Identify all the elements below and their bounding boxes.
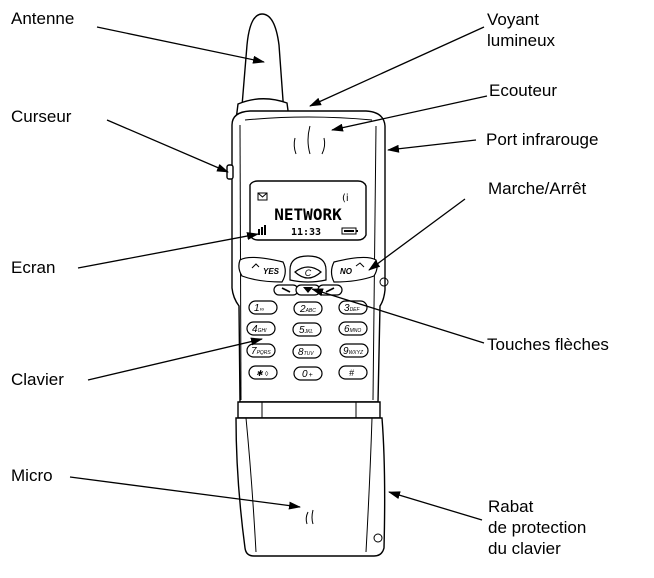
svg-text:7PQRS: 7PQRS <box>251 346 271 357</box>
label-port: Port infrarouge <box>486 130 599 149</box>
key-hash[interactable]: # <box>338 365 368 380</box>
label-clavier: Clavier <box>11 370 64 389</box>
key-8[interactable]: 8TUV <box>292 344 322 359</box>
screen-time-text: 11:33 <box>291 227 321 238</box>
svg-text:(i: (i <box>342 193 349 204</box>
label-touches: Touches flèches <box>487 335 609 354</box>
key-2[interactable]: 2ABC <box>293 301 323 316</box>
label-micro: Micro <box>11 466 53 485</box>
screen-network-text: NETWORK <box>274 205 342 224</box>
key-star[interactable]: ✱◊ <box>248 365 278 380</box>
key-5[interactable]: 5JKL <box>292 322 322 337</box>
curseur-line <box>106 119 229 173</box>
no-key-label: NO <box>340 267 353 276</box>
rabat-line <box>388 491 483 521</box>
earpiece <box>293 125 326 155</box>
svg-text:8TUV: 8TUV <box>298 347 314 358</box>
key-4[interactable]: 4GHI <box>246 321 276 336</box>
key-6[interactable]: 6MNO <box>338 321 368 336</box>
svg-text:4GHI: 4GHI <box>252 324 267 335</box>
battery-icon <box>341 227 358 235</box>
label-rabat-line2: de protection <box>488 518 587 537</box>
label-marche: Marche/Arrêt <box>488 179 587 198</box>
touches-line <box>311 288 485 344</box>
yes-key[interactable]: YES <box>238 256 286 283</box>
svg-text:#: # <box>349 368 355 378</box>
label-voyant: Voyant lumineux <box>487 9 555 51</box>
svg-text:0+: 0+ <box>302 369 313 380</box>
signal-icon <box>258 225 266 235</box>
key-3[interactable]: 3DEF <box>338 300 368 315</box>
svg-text:1∞: 1∞ <box>254 303 264 314</box>
key-1[interactable]: 1∞ <box>248 300 278 315</box>
key-0[interactable]: 0+ <box>293 366 323 381</box>
svg-text:3DEF: 3DEF <box>344 303 361 314</box>
label-antenne: Antenne <box>11 9 75 28</box>
label-rabat-line3: du clavier <box>488 539 561 558</box>
screen: (i NETWORK 11:33 <box>249 180 367 241</box>
label-ecran: Ecran <box>11 258 56 277</box>
svg-text:6MNO: 6MNO <box>344 324 361 335</box>
no-key[interactable]: NO <box>330 256 378 283</box>
label-voyant-line1: Voyant <box>487 10 539 29</box>
svg-text:✱◊: ✱◊ <box>256 369 269 378</box>
clavier-line <box>87 337 263 381</box>
key-7[interactable]: 7PQRS <box>246 343 276 358</box>
antenne-line <box>96 26 265 64</box>
label-voyant-line2: lumineux <box>487 31 556 50</box>
voyant-line <box>309 26 485 107</box>
port-line <box>387 139 477 153</box>
label-ecouteur: Ecouteur <box>489 81 558 100</box>
ecouteur-line <box>331 95 488 132</box>
svg-text:9WXYZ: 9WXYZ <box>343 346 364 357</box>
label-curseur: Curseur <box>11 107 72 126</box>
svg-text:5JKL: 5JKL <box>299 325 313 336</box>
yes-key-label: YES <box>263 267 280 276</box>
clear-key[interactable]: C <box>289 255 327 283</box>
ecran-line <box>77 232 259 269</box>
arrow-keys[interactable] <box>273 284 343 296</box>
key-9[interactable]: 9WXYZ <box>339 343 369 358</box>
label-rabat: Rabat de protection du clavier <box>488 496 586 559</box>
clear-key-label: C <box>305 268 312 278</box>
antenna <box>235 13 290 121</box>
flip-cover <box>235 417 386 557</box>
micro-line <box>69 476 301 510</box>
svg-text:2ABC: 2ABC <box>299 304 316 315</box>
label-rabat-line1: Rabat <box>488 497 534 516</box>
marche-line <box>368 198 466 271</box>
